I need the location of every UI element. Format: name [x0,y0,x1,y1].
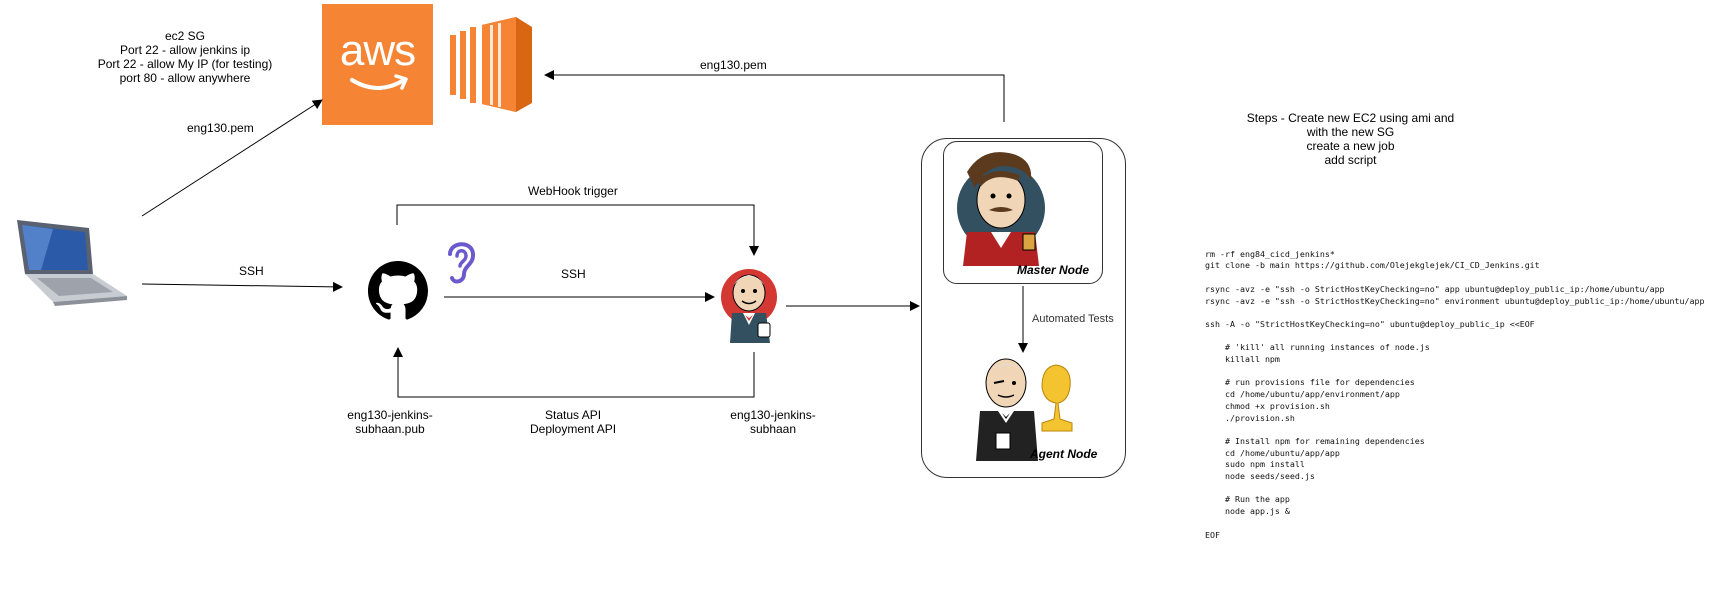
jenkins-icon [721,269,777,343]
jenkins-cluster-container [921,138,1126,478]
aws-logo-text: aws [339,26,416,75]
script-line: node app.js & [1205,506,1290,517]
arrow-webhook-trigger [396,204,759,256]
script-line: git clone -b main https://github.com/Ole… [1205,260,1540,271]
label-deployment-api: Deployment API [530,422,617,436]
script-line: EOF [1205,529,1220,540]
script-line: node seeds/seed.js [1205,471,1315,482]
script-line: cd /home/ubuntu/app/environment/app [1205,389,1400,400]
steps-line: Steps - Create new EC2 using ami and [1246,111,1455,125]
script-line: ​ [1205,483,1705,495]
agent-node-label: Agent Node [1030,447,1098,461]
script-line: cd /home/ubuntu/app/app [1205,447,1340,458]
script-line: sudo npm install [1205,459,1305,470]
laptop-icon [17,220,127,306]
aws-smile-icon [350,74,408,90]
private-key-line: eng130-jenkins- [730,408,816,422]
arrow-status-api [393,347,755,398]
script-line: chmod +x provision.sh [1205,400,1330,411]
label-automated-tests: Automated Tests [1032,313,1114,325]
master-node-box [943,141,1103,284]
script-line: ssh -A -o "StrictHostKeyChecking=no" ubu… [1205,318,1535,329]
ec2-instance-icon [450,17,532,112]
label-ssh-laptop: SSH [239,264,264,278]
public-key-line: eng130-jenkins- [347,408,433,422]
arrow-laptop-to-aws [141,99,323,217]
sg-note-line: Port 22 - allow jenkins ip [119,43,251,57]
script-line: ​ [1205,366,1705,378]
script-line: ./provision.sh [1205,412,1295,423]
label-status-api: Status API [545,408,602,422]
sg-note-line: ec2 SG [164,29,206,43]
steps-note: Steps - Create new EC2 using ami and wit… [1228,111,1473,167]
script-line: killall npm [1205,354,1280,365]
security-group-note: ec2 SG Port 22 - allow jenkins ip Port 2… [85,29,285,85]
script-line: ​ [1205,518,1705,530]
aws-logo: aws [322,4,433,125]
sg-note-line: Port 22 - allow My IP (for testing) [97,57,273,71]
script-line: # Install npm for remaining dependencies [1205,435,1425,446]
label-pem-laptop: eng130.pem [187,121,254,135]
script-line: ​ [1205,307,1705,319]
steps-line: add script [1324,153,1377,167]
master-node-label: Master Node [1017,263,1090,277]
github-icon [368,261,428,320]
script-line: ​ [1205,272,1705,284]
script-line: # run provisions file for dependencies [1205,377,1415,388]
script-line: ​ [1205,424,1705,436]
jenkins-agent-icon [976,358,1073,461]
script-line: rsync -avz -e "ssh -o StrictHostKeyCheck… [1205,295,1705,306]
public-key-line: subhaan.pub [355,422,425,436]
steps-line: with the new SG [1306,125,1395,139]
script-line: # 'kill' all running instances of node.j… [1205,342,1430,353]
arrow-master-to-ec2 [544,70,1005,122]
label-public-key: eng130-jenkins- subhaan.pub [340,408,440,436]
label-private-key: eng130-jenkins- subhaan [723,408,823,436]
private-key-line: subhaan [749,422,797,436]
deploy-script: rm -rf eng84_cicd_jenkins*git clone -b m… [1205,237,1705,553]
jenkins-master-icon [957,152,1045,266]
ear-icon [448,242,476,284]
script-line: rsync -avz -e "ssh -o StrictHostKeyCheck… [1205,283,1665,294]
arrow-laptop-to-github [141,281,343,292]
label-ssh-github: SSH [561,267,586,281]
label-pem-master: eng130.pem [700,58,767,72]
script-line: # Run the app [1205,494,1290,505]
script-line: rm -rf eng84_cicd_jenkins* [1205,248,1335,259]
steps-line: create a new job [1306,139,1395,153]
label-webhook-trigger: WebHook trigger [528,184,618,198]
sg-note-line: port 80 - allow anywhere [119,71,251,85]
script-line: ​ [1205,331,1705,343]
